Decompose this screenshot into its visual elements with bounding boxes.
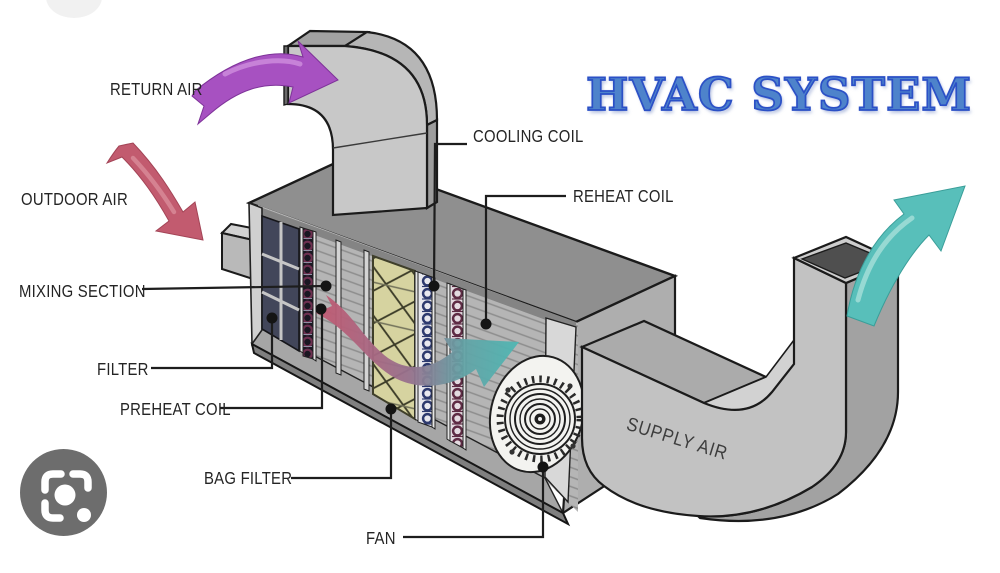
- label-filter: FILTER: [97, 359, 149, 379]
- leader-lines: [141, 142, 566, 539]
- label-return-air: RETURN AIR: [110, 79, 203, 99]
- label-fan: FAN: [366, 528, 396, 548]
- label-outdoor-air: OUTDOOR AIR: [21, 189, 128, 209]
- leader-dots: [266, 280, 549, 473]
- preheat-coil-slab: [299, 226, 317, 362]
- google-lens-icon: [41, 470, 92, 522]
- label-reheat-coil: REHEAT COIL: [573, 186, 674, 206]
- fan-illustration: [488, 354, 586, 474]
- cooling-coil-slab: [414, 270, 436, 430]
- mixing-section-panels: [261, 214, 300, 353]
- return-air-arrow: [191, 40, 339, 126]
- return-air-duct: [283, 29, 439, 217]
- partial-circle-artifact: [46, 0, 102, 18]
- label-cooling-coil: COOLING COIL: [473, 126, 584, 146]
- airflow-arrow: [316, 295, 519, 387]
- label-bag-filter: BAG FILTER: [204, 468, 293, 488]
- outdoor-air-arrow: [105, 142, 204, 241]
- bag-filter-slab: [372, 254, 416, 421]
- label-preheat-coil: PREHEAT COIL: [120, 399, 231, 419]
- label-mixing-section: MIXING SECTION: [19, 281, 146, 301]
- supply-air-arrow: [846, 185, 966, 327]
- page-title: HVAC SYSTEM: [585, 67, 973, 122]
- google-lens-button[interactable]: [20, 449, 107, 536]
